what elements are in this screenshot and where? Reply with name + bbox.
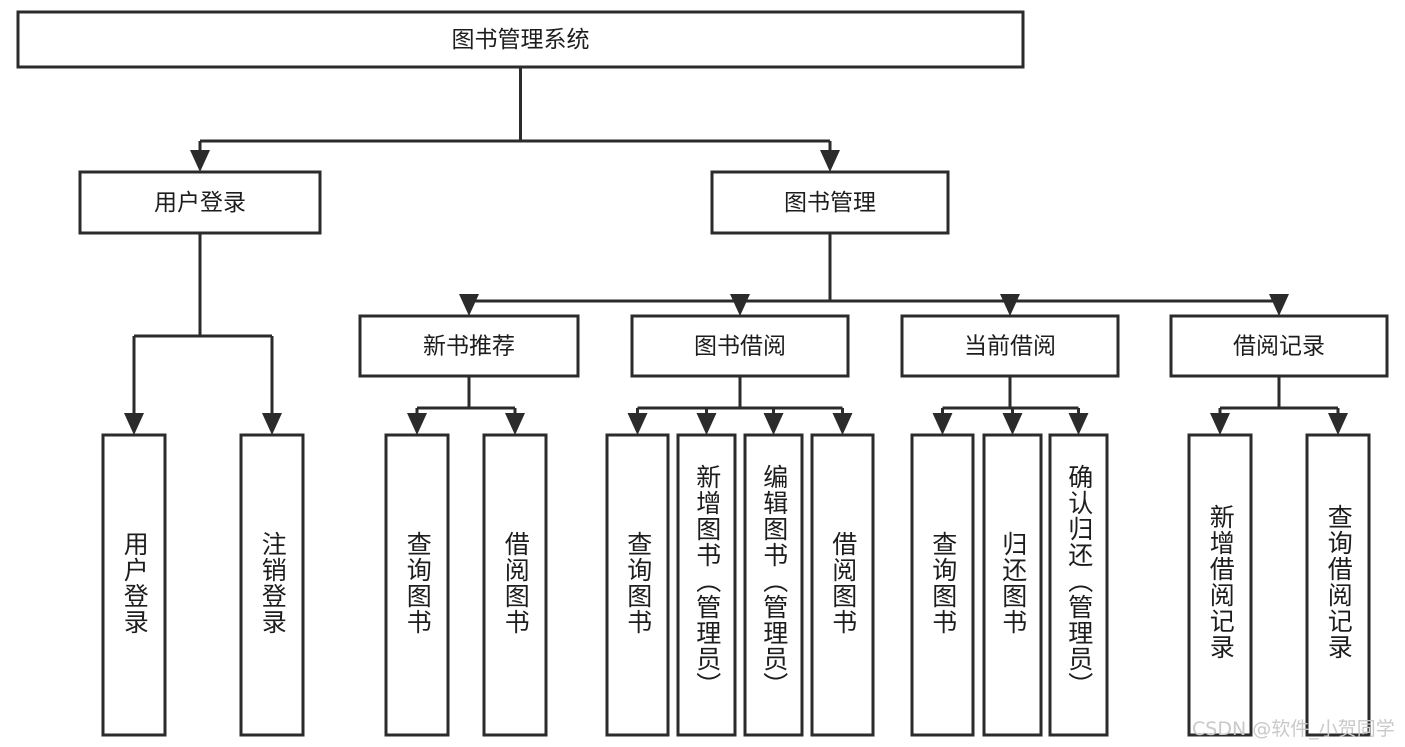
node-label-borrow: 图书借阅 (694, 334, 786, 360)
edge-group-login (124, 233, 282, 435)
node-box-leaf-rc-add[interactable] (1187, 433, 1253, 737)
node-box-leaf-rc-query[interactable] (1305, 433, 1371, 737)
node-label-login: 用户登录 (154, 190, 246, 216)
node-box-newbook[interactable] (358, 314, 580, 378)
node-label-bookmgmt: 图书管理 (784, 190, 876, 216)
node-box-bookmgmt[interactable] (710, 170, 950, 235)
edge-group-records (1210, 376, 1348, 435)
node-box-current[interactable] (900, 314, 1120, 378)
node-box-leaf-cu-query[interactable] (910, 433, 975, 737)
node-box-leaf-nb-query[interactable] (384, 433, 450, 737)
edge-group-bookmgmt (459, 233, 1289, 316)
node-box-borrow[interactable] (630, 314, 850, 378)
edge-group-current (932, 376, 1089, 435)
node-box-leaf-cu-confirm[interactable] (1048, 433, 1109, 737)
node-box-leaf-user-logout[interactable] (239, 433, 305, 737)
node-label-newbook: 新书推荐 (423, 334, 515, 360)
node-box-leaf-bw-edit[interactable] (743, 433, 804, 737)
boxes-layer (16, 10, 1389, 737)
node-box-leaf-bw-borrow[interactable] (810, 433, 875, 737)
edge-group-root (190, 67, 840, 172)
node-label-root: 图书管理系统 (452, 27, 590, 53)
node-box-leaf-cu-return[interactable] (982, 433, 1043, 737)
edge-group-newbook (407, 376, 525, 435)
node-box-leaf-user-login[interactable] (101, 433, 167, 737)
node-box-leaf-bw-add[interactable] (676, 433, 737, 737)
node-label-records: 借阅记录 (1233, 334, 1325, 360)
edge-group-borrow (627, 376, 853, 435)
node-box-login[interactable] (78, 170, 322, 235)
csdn-watermark: CSDN @软件_小贺同学 (1192, 718, 1395, 740)
node-box-leaf-bw-query[interactable] (605, 433, 670, 737)
node-box-records[interactable] (1169, 314, 1389, 378)
node-box-leaf-nb-borrow[interactable] (482, 433, 548, 737)
edges-layer (124, 67, 1348, 435)
node-label-current: 当前借阅 (964, 334, 1056, 360)
node-box-root[interactable] (16, 10, 1025, 69)
